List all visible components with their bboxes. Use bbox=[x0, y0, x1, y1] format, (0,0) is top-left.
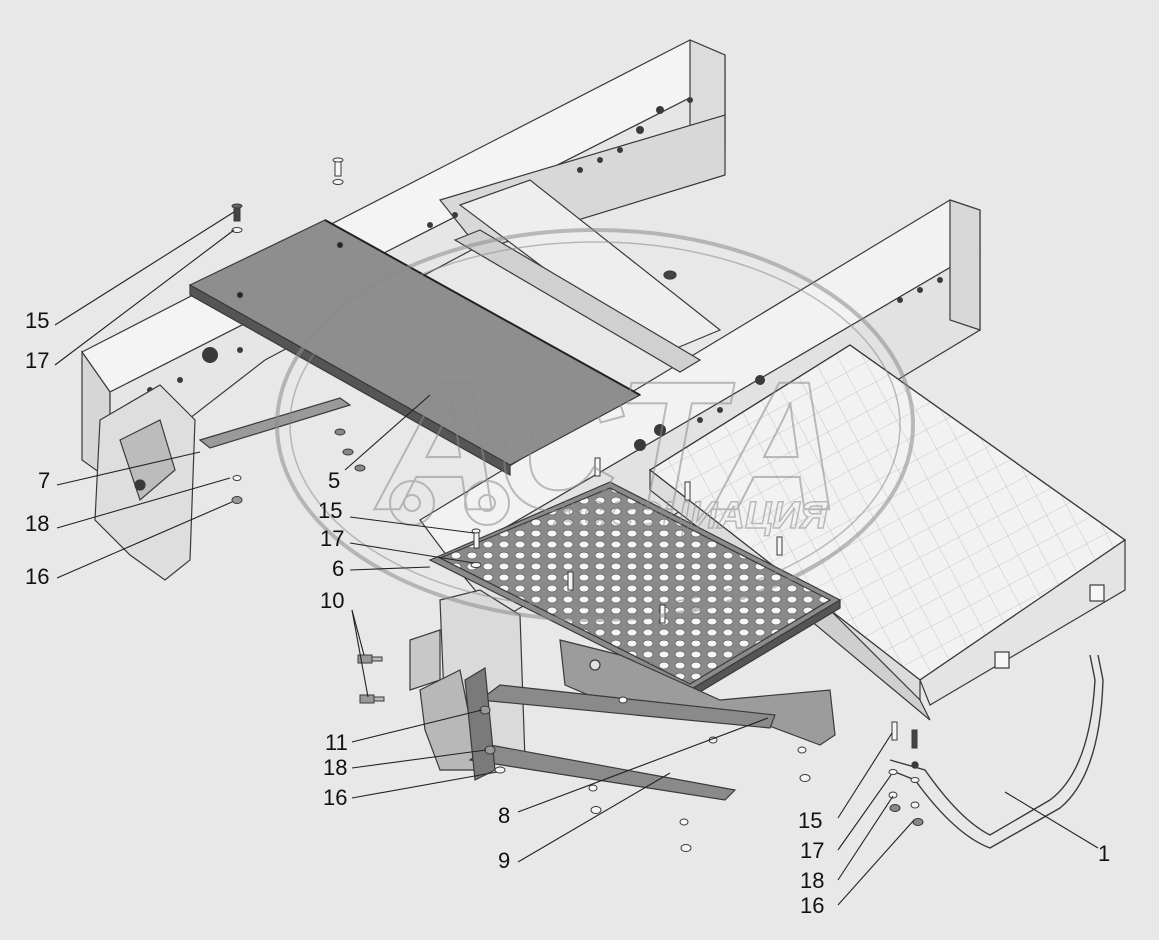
cover-plate-5 bbox=[188, 219, 642, 477]
callout-17: 17 bbox=[800, 838, 825, 863]
callout-7: 7 bbox=[38, 468, 51, 493]
callout-5: 5 bbox=[328, 468, 341, 493]
callout-6: 6 bbox=[332, 556, 345, 581]
callout-17: 17 bbox=[320, 526, 345, 551]
vertical-step-bracket bbox=[409, 589, 526, 771]
cross-member bbox=[453, 179, 722, 373]
callout-18: 18 bbox=[25, 511, 50, 536]
step-tube-1 bbox=[889, 654, 1104, 849]
callout-16: 16 bbox=[800, 893, 825, 918]
callout-11: 11 bbox=[325, 730, 348, 755]
leader-lines bbox=[54, 211, 1099, 906]
spring-bracket-left bbox=[94, 384, 196, 581]
watermark-logo: АСТА АССОЦИАЦИЯ bbox=[275, 228, 915, 622]
frame-rail-right-holes bbox=[634, 277, 943, 451]
perforated-step-plate-6 bbox=[428, 481, 842, 700]
callout-8: 8 bbox=[498, 803, 511, 828]
callout-15: 15 bbox=[318, 498, 343, 523]
callout-16: 16 bbox=[25, 564, 50, 589]
watermark-big-text: АСТА bbox=[374, 344, 842, 549]
strip-7 bbox=[198, 397, 352, 449]
callout-1: 1 bbox=[1098, 841, 1111, 866]
callout-10: 10 bbox=[320, 588, 345, 613]
callout-16: 16 bbox=[323, 785, 348, 810]
callout-17: 17 bbox=[25, 348, 50, 373]
callout-18: 18 bbox=[323, 755, 348, 780]
callout-15: 15 bbox=[798, 808, 823, 833]
callout-9: 9 bbox=[498, 848, 511, 873]
watermark-sub-text: АССОЦИАЦИЯ bbox=[551, 495, 829, 537]
callout-18: 18 bbox=[800, 868, 825, 893]
fasteners bbox=[231, 157, 924, 852]
callout-15: 15 bbox=[25, 308, 50, 333]
